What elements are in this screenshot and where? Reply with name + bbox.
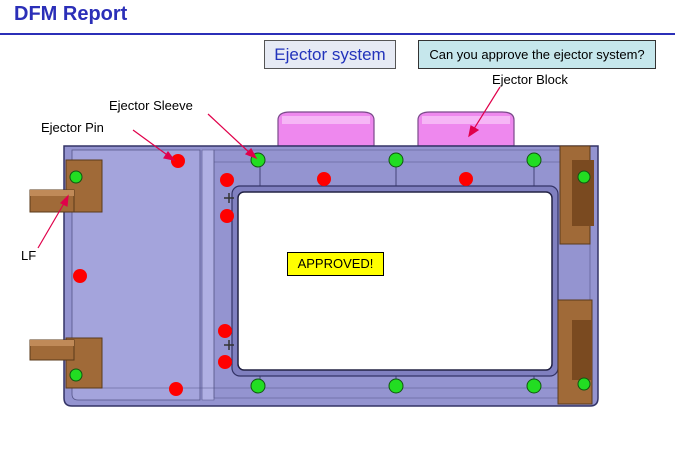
title-divider [0,33,675,35]
lifter-label: LF [21,248,37,263]
ejector-block-label: Ejector Block [492,72,568,87]
ejector-pin-label: Ejector Pin [41,120,104,135]
section-label: Ejector system [264,40,396,69]
question-callout: Can you approve the ejector system? [418,40,656,69]
ejector-block-left [277,111,375,147]
lifter-bottom-right [557,299,593,405]
approval-status-badge: APPROVED! [287,252,384,276]
ejector-block-right [417,111,515,147]
report-title: DFM Report [14,3,128,25]
lifter-top-right [559,145,594,245]
ejector-sleeve-label: Ejector Sleeve [109,98,193,113]
lifter-top-left [29,159,103,213]
leader-arrows [37,86,501,249]
part-body [63,145,599,407]
ejector-pin-markers [73,154,473,396]
ejector-sleeve-markers [69,152,591,394]
lifter-bottom-left [29,337,103,389]
